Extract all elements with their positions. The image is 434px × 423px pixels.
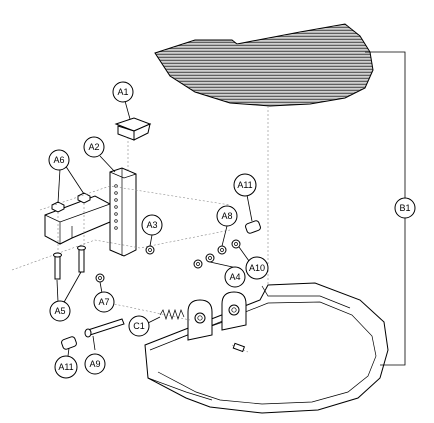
svg-text:C1: C1	[133, 321, 145, 331]
callout-a9: A9	[84, 353, 106, 375]
callout-a11-bottom: A11	[54, 355, 78, 379]
svg-text:B1: B1	[399, 203, 410, 213]
callout-a4: A4	[224, 266, 246, 288]
svg-text:A11: A11	[58, 362, 73, 372]
footplate	[144, 282, 389, 414]
spring	[159, 308, 185, 321]
bracket-tube	[109, 167, 137, 257]
vertical-bolts	[53, 245, 86, 280]
tube-cap	[114, 117, 152, 141]
callout-a8: A8	[216, 205, 238, 227]
svg-text:A3: A3	[146, 220, 157, 230]
callout-a3: A3	[141, 214, 163, 236]
callout-a5: A5	[49, 300, 71, 322]
bracket-channel	[44, 192, 111, 245]
callout-a10: A10	[245, 256, 269, 280]
callout-a7: A7	[93, 291, 115, 313]
callout-a1: A1	[112, 81, 134, 103]
end-cap-top	[245, 220, 261, 234]
svg-text:A10: A10	[249, 263, 265, 273]
svg-text:A2: A2	[88, 142, 99, 152]
callout-a6: A6	[48, 149, 70, 171]
svg-text:A8: A8	[221, 211, 232, 221]
svg-text:A7: A7	[98, 297, 109, 307]
callout-b1: B1	[394, 197, 416, 219]
svg-text:A6: A6	[53, 155, 64, 165]
callout-a11-top: A11	[233, 173, 257, 197]
washer-a7	[95, 273, 105, 283]
end-cap-bottom	[61, 336, 77, 350]
svg-text:A9: A9	[89, 359, 100, 369]
svg-text:A11: A11	[237, 180, 252, 190]
svg-text:A5: A5	[54, 306, 65, 316]
callout-a2: A2	[83, 136, 105, 158]
svg-text:A1: A1	[117, 87, 128, 97]
callout-c1: C1	[128, 315, 150, 337]
footplate-pad	[154, 23, 374, 107]
svg-text:A4: A4	[229, 272, 240, 282]
long-bolt	[84, 318, 125, 338]
hinge-ears	[187, 291, 247, 341]
washer-a3	[145, 245, 155, 255]
